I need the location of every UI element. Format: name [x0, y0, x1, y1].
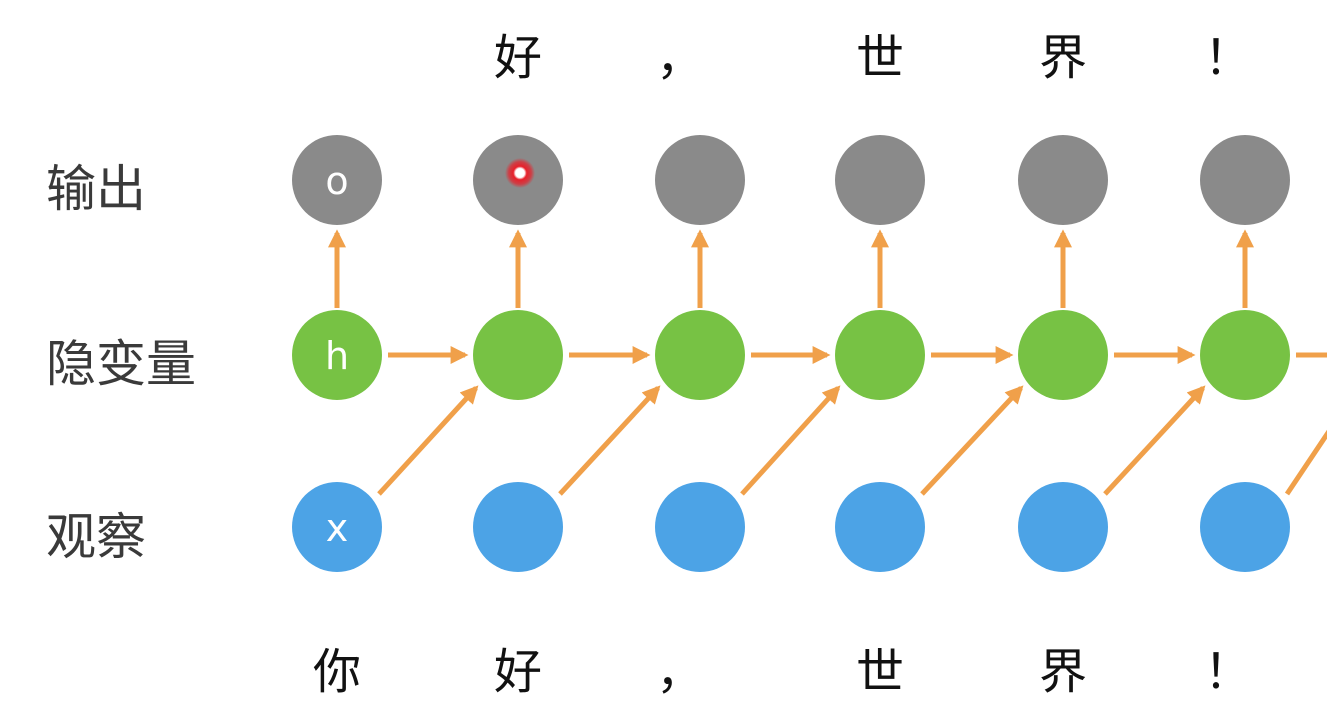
arrow-observation-to-hidden-3	[920, 385, 1024, 496]
hidden-node-2	[655, 310, 745, 400]
input-token-2: ，	[656, 644, 704, 700]
input-token-3: 世	[856, 644, 904, 700]
observation-node-letter: x	[326, 506, 349, 550]
nodes-layer	[292, 135, 1290, 572]
input-token-row: 你 好 ， 世 界 ！	[313, 644, 1252, 700]
arrow-observation-to-hidden-4	[1103, 385, 1206, 496]
output-node-4	[1018, 135, 1108, 225]
output-token-3: 界	[1039, 30, 1087, 86]
output-node-2	[655, 135, 745, 225]
hidden-node-letter: h	[325, 334, 349, 378]
observation-node-2	[655, 482, 745, 572]
observation-node-1	[473, 482, 563, 572]
output-node-letter: o	[325, 159, 348, 203]
arrows-layer	[328, 229, 1327, 496]
observation-node-5	[1200, 482, 1290, 572]
output-token-2: 世	[856, 30, 904, 86]
input-token-5: ！	[1204, 644, 1252, 700]
output-node-0	[292, 135, 382, 225]
observation-node-0	[292, 482, 382, 572]
row-label-output: 输出	[46, 160, 146, 218]
hidden-node-0	[292, 310, 382, 400]
observation-node-4	[1018, 482, 1108, 572]
hidden-node-5	[1200, 310, 1290, 400]
row-label-hidden: 隐变量	[46, 335, 196, 393]
output-token-4: ！	[1204, 30, 1252, 86]
input-token-4: 界	[1039, 644, 1087, 700]
output-node-3	[835, 135, 925, 225]
output-token-row: 好 ， 世 界 ！	[494, 30, 1252, 86]
hidden-node-4	[1018, 310, 1108, 400]
arrow-observation-to-hidden-2	[740, 385, 841, 496]
output-token-1: ，	[656, 30, 704, 86]
arrow-observation-to-hidden-0	[377, 385, 479, 496]
row-label-observation: 观察	[46, 508, 146, 566]
input-token-1: 好	[494, 644, 542, 700]
output-node-5	[1200, 135, 1290, 225]
arrow-observation-to-hidden-5	[1284, 429, 1327, 496]
hidden-node-1	[473, 310, 563, 400]
output-token-0: 好	[494, 30, 542, 86]
arrow-observation-to-hidden-1	[558, 385, 661, 496]
hidden-node-3	[835, 310, 925, 400]
input-token-0: 你	[313, 644, 361, 700]
observation-node-3	[835, 482, 925, 572]
cursor-indicator	[505, 158, 535, 188]
